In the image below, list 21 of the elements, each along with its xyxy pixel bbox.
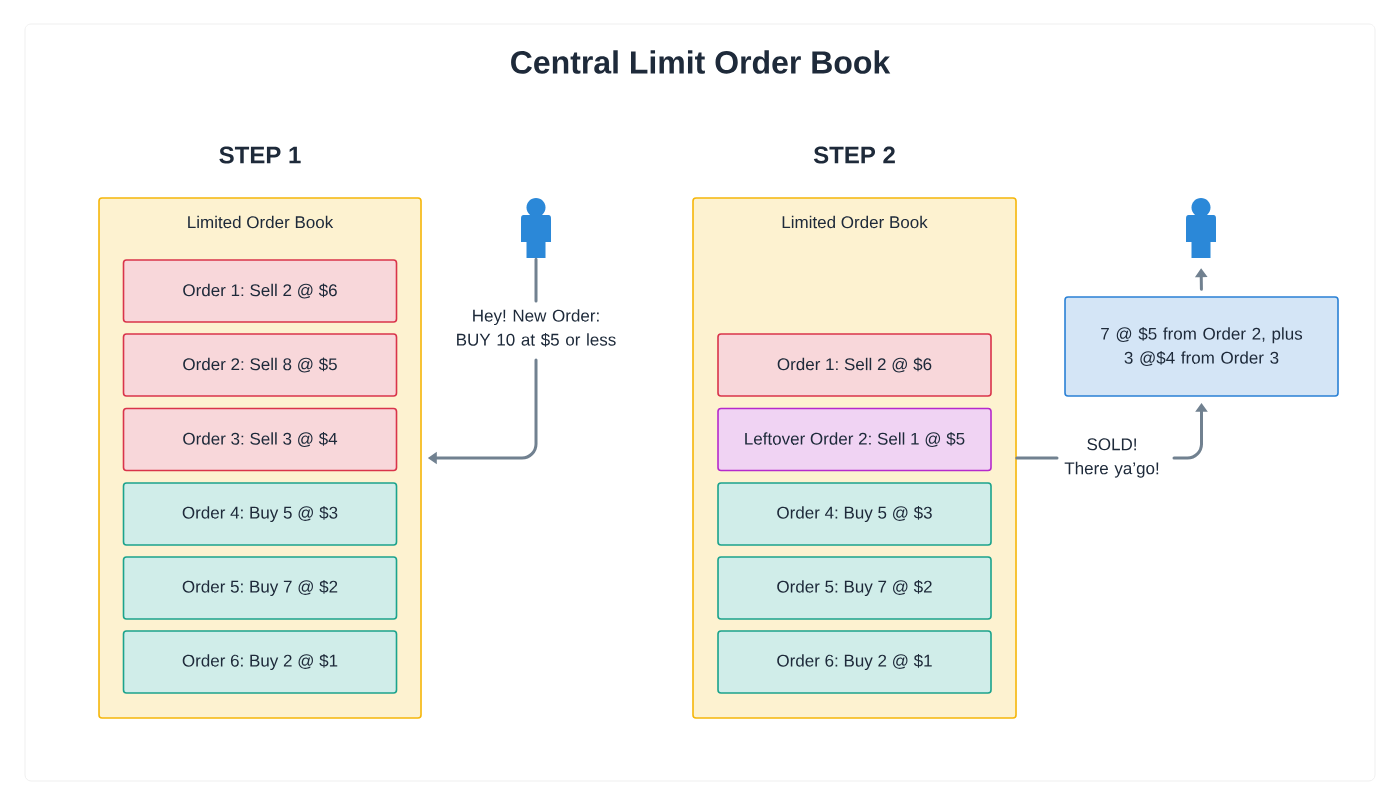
order-box: Order 3: Sell 3 @ $4 [122, 407, 398, 472]
order-box: Order 5: Buy 7 @ $2 [717, 556, 992, 620]
order-box: Order 6: Buy 2 @ $1 [122, 630, 398, 694]
order-box: Order 5: Buy 7 @ $2 [122, 556, 398, 620]
person-icon [521, 198, 551, 258]
result-box: 7 @ $5 from Order 2, plus 3 @$4 from Order 3 [1064, 296, 1339, 397]
order-box: Order 6: Buy 2 @ $1 [717, 630, 992, 694]
order-box: Order 1: Sell 2 @ $6 [717, 333, 992, 397]
order-box: Order 4: Buy 5 @ $3 [122, 482, 398, 546]
edge-label: SOLD! There ya’go! [1064, 438, 1159, 478]
panel-title: Limited Order Book [188, 215, 334, 229]
step-heading: STEP 2 [813, 146, 895, 164]
order-box: Order 1: Sell 2 @ $6 [122, 259, 398, 323]
order-box: Leftover Order 2: Sell 1 @ $5 [717, 407, 992, 472]
step-heading: STEP 1 [219, 146, 301, 164]
diagram-title: Central Limit Order Book [511, 50, 891, 74]
panel-title: Limited Order Book [782, 215, 928, 229]
order-box: Order 2: Sell 8 @ $5 [122, 333, 398, 397]
edge-label: Hey! New Order: BUY 10 at $5 or less [457, 309, 616, 347]
order-box: Order 4: Buy 5 @ $3 [717, 482, 992, 546]
person-icon [1186, 198, 1216, 258]
